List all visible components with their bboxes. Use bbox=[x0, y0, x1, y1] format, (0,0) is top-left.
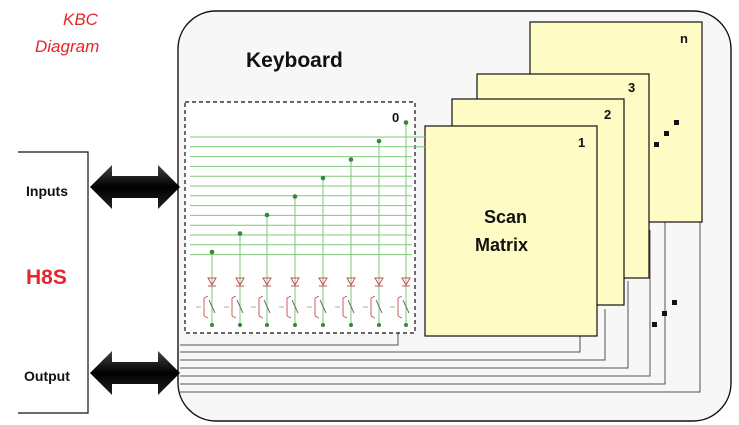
inputs-double-arrow bbox=[90, 165, 180, 209]
switch-contact bbox=[397, 295, 403, 319]
keyboard-label: Keyboard bbox=[246, 49, 343, 72]
bus-line bbox=[180, 230, 651, 377]
matrix-0-box bbox=[184, 101, 416, 334]
h8s-bracket bbox=[18, 151, 89, 414]
switch-contact bbox=[286, 295, 292, 319]
matrix-junction bbox=[210, 323, 214, 327]
switch-lever bbox=[263, 299, 271, 314]
matrix-junction bbox=[321, 323, 325, 327]
diode-symbol bbox=[235, 277, 245, 287]
switch-contact bbox=[342, 295, 348, 319]
bus-line bbox=[180, 309, 606, 361]
matrix-junction bbox=[237, 231, 243, 236]
matrix-junction bbox=[376, 138, 382, 144]
output-label: Output bbox=[24, 368, 70, 384]
matrix-junction bbox=[293, 323, 297, 327]
ellipsis-dots-lower bbox=[652, 300, 677, 327]
output-double-arrow bbox=[90, 351, 180, 395]
diode-symbol bbox=[318, 277, 328, 287]
matrix-junction bbox=[320, 175, 326, 181]
switch-contact bbox=[231, 295, 237, 319]
page-number-1: 1 bbox=[578, 135, 586, 150]
h8s-label: H8S bbox=[26, 266, 67, 289]
inputs-label: Inputs bbox=[26, 183, 68, 199]
title-line2: Diagram bbox=[35, 37, 100, 56]
switch-lever bbox=[236, 299, 244, 314]
switch-lever bbox=[347, 299, 355, 314]
matrix-junction bbox=[377, 323, 381, 327]
switch-lever bbox=[375, 299, 383, 314]
matrix-junction bbox=[209, 249, 215, 255]
scan-matrix-pages bbox=[424, 21, 703, 337]
page-number-2: 2 bbox=[604, 107, 612, 122]
diode-symbol bbox=[207, 277, 217, 287]
switch-lever bbox=[402, 299, 410, 314]
matrix-junction bbox=[403, 120, 409, 125]
bus-line bbox=[180, 200, 701, 393]
bus-line bbox=[180, 281, 629, 369]
switch-contact bbox=[203, 295, 209, 319]
diode-symbol bbox=[374, 277, 384, 287]
matrix-junction bbox=[238, 323, 242, 327]
keyboard-matrix-grid bbox=[190, 120, 425, 327]
bus-line bbox=[180, 200, 666, 385]
switch-lever bbox=[208, 299, 216, 314]
matrix-index-0: 0 bbox=[392, 110, 400, 125]
switch-contact bbox=[370, 295, 376, 319]
ellipsis-dots-upper bbox=[654, 120, 679, 147]
diode-symbol bbox=[262, 277, 272, 287]
matrix-junction bbox=[349, 323, 353, 327]
diode-symbol bbox=[401, 277, 411, 287]
switch-lever bbox=[319, 299, 327, 314]
matrix-junction bbox=[264, 212, 270, 218]
matrix-junction bbox=[292, 194, 298, 199]
matrix-junction bbox=[404, 323, 408, 327]
bus-line bbox=[180, 333, 399, 346]
page-number-3: 3 bbox=[628, 80, 636, 95]
matrix-label: Matrix bbox=[475, 235, 529, 255]
matrix-junction bbox=[348, 157, 354, 162]
switch-contact bbox=[258, 295, 264, 319]
diode-symbol bbox=[346, 277, 356, 287]
diode-symbol bbox=[290, 277, 300, 287]
page-number-n: n bbox=[680, 31, 688, 46]
output-bus-lines bbox=[180, 200, 701, 393]
matrix-junction bbox=[265, 323, 269, 327]
bus-line bbox=[180, 336, 581, 353]
scan-label: Scan bbox=[484, 207, 528, 227]
switch-lever bbox=[291, 299, 299, 314]
title-line1: KBC bbox=[63, 10, 98, 29]
switch-contact bbox=[314, 295, 320, 319]
page-1-scan-matrix bbox=[424, 125, 598, 337]
